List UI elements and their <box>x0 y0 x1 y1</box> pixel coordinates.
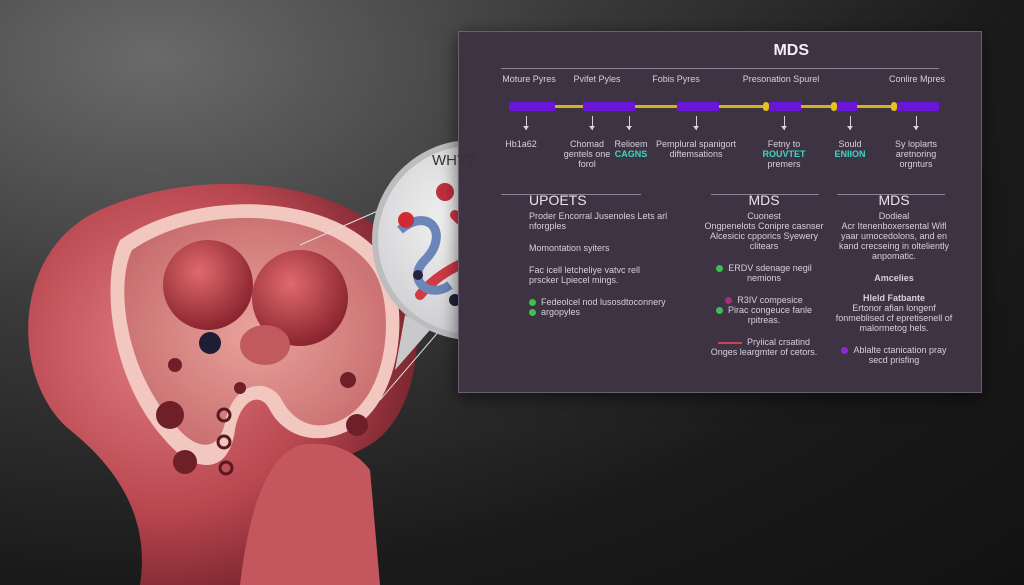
callout-line <box>299 209 381 246</box>
timeline-dot <box>763 102 769 111</box>
divider <box>711 194 819 195</box>
column-2: MDS Cuonest Ongpenelots Conipre casnser … <box>704 192 824 357</box>
timeline-bottom-label: Hb1a62 <box>505 139 537 149</box>
timeline-link <box>857 105 895 108</box>
column-text: Fac icell letcheliye vatvc rell prscker … <box>529 265 641 285</box>
column-text: Acr Itenenboxersental Wifl yaar umocedol… <box>838 221 950 261</box>
arrow-down-icon <box>693 116 699 130</box>
mds-info-panel: MDS Moture Pyres Pvifet Pyles Fobis Pyre… <box>458 31 982 393</box>
divider <box>501 194 641 195</box>
timeline-dot <box>891 102 897 111</box>
timeline-segment <box>897 102 939 111</box>
arrow-down-icon <box>913 116 919 130</box>
arrow-down-icon <box>523 116 529 130</box>
timeline-dot <box>831 102 837 111</box>
column-subheading: Hleld Fatbante <box>862 293 925 303</box>
column-text: Ongpenelots Conipre casnser Alcesicic cp… <box>704 221 824 251</box>
timeline-segment <box>837 102 857 111</box>
timeline-link <box>801 105 835 108</box>
column-title: MDS <box>748 192 780 208</box>
column-1: UPOETS Proder Encorral Jusenoles Lets ar… <box>529 192 669 317</box>
timeline-top-label: Conlire Mpres <box>888 74 946 84</box>
check-icon <box>529 309 536 317</box>
organ <box>28 183 418 585</box>
dot-icon <box>725 297 733 305</box>
column-text: Proder Encorral Jusenoles Lets arl nforg… <box>529 211 668 231</box>
divider <box>837 194 945 195</box>
check-icon <box>715 307 723 315</box>
column-3: MDS Dodieal Acr Itenenboxersental Wifl y… <box>834 192 954 365</box>
arrow-down-icon <box>589 116 595 130</box>
timeline-link <box>719 105 769 108</box>
timeline-segment <box>583 102 635 111</box>
callout-line <box>379 329 441 401</box>
check-icon <box>716 265 724 273</box>
divider <box>501 68 939 69</box>
arrow-down-icon <box>626 116 632 130</box>
timeline-link <box>635 105 677 108</box>
column-title: MDS <box>878 192 910 208</box>
magnifier-label: WHY2 <box>432 152 476 169</box>
timeline-top-label: Fobis Pyres <box>652 74 700 84</box>
timeline-segment <box>769 102 801 111</box>
bullet-item: Pirac congeuce fanle rpitreas. <box>704 305 824 325</box>
timeline-top-label: Pvifet Pyles <box>573 74 621 84</box>
column-title: UPOETS <box>529 192 587 208</box>
dot-icon <box>841 347 849 355</box>
line-legend-item: Pryiical crsatind Onges leargmter of cet… <box>710 337 818 357</box>
column-text: Cuonest <box>747 211 781 221</box>
column-text: Ertonor afian longenf fonmeblised cf epr… <box>835 303 953 333</box>
timeline-top-label: Moture Pyres <box>502 74 556 84</box>
timeline-top-label: Presonation Spurel <box>742 74 820 84</box>
bullet-item: R3IV compesice <box>704 295 824 305</box>
timeline-link <box>555 105 583 108</box>
panel-title: MDS <box>773 42 809 59</box>
check-icon <box>529 299 536 307</box>
arrow-down-icon <box>847 116 853 130</box>
red-line-icon <box>717 341 742 344</box>
timeline-bottom-label: Pemplural spanigort diftemsations <box>655 139 737 159</box>
column-text: Momontation syiters <box>529 243 610 253</box>
bullet-item: Ablalte ctanication pray secd prisfing <box>834 345 954 365</box>
bullet-item: Fedeolcel nod lusosdtoconnery <box>529 297 669 307</box>
column-subheading: Amcelies <box>874 273 914 283</box>
bullet-item: ERDV sdenage negil nemions <box>704 263 824 283</box>
column-text: Dodieal <box>878 211 910 221</box>
arrow-down-icon <box>781 116 787 130</box>
timeline-bottom-label: Sy loplarts aretnoring orgnturs <box>894 139 938 169</box>
timeline-segment <box>509 102 555 111</box>
timeline-bottom-label: Chomad gentels one forol <box>563 139 611 169</box>
bullet-item: argopyles <box>529 307 669 317</box>
timeline-segment <box>677 102 719 111</box>
